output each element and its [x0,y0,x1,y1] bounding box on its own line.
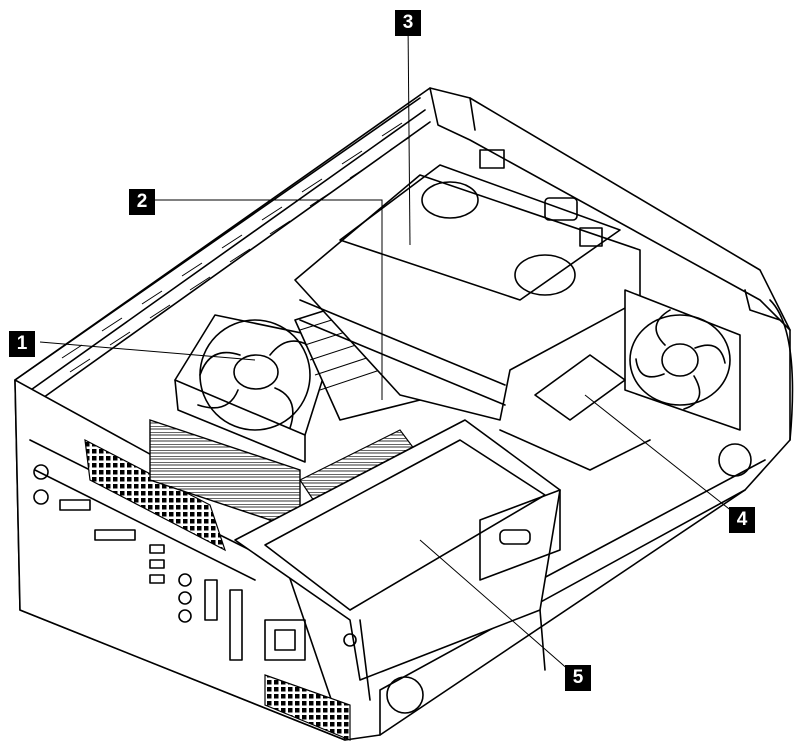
leader-line-1 [39,341,256,361]
audio-jack-icon [178,591,192,605]
drive-hole-icon [421,181,479,219]
psu-vent-grill [264,674,351,741]
audio-jack-icon [178,573,192,587]
usb-port-icon [149,544,165,554]
power-socket-icon [264,619,306,661]
callout-1: 1 [9,331,35,357]
foot-icon [386,676,424,714]
audio-jack-icon [178,609,192,623]
power-supply [234,419,561,714]
vga-port-icon [204,579,218,621]
callout-3: 3 [395,10,421,36]
callout-5: 5 [565,665,591,691]
serial-port-icon [59,499,91,511]
ps2-port-icon [33,464,49,480]
screw-icon [343,633,357,647]
callout-4: 4 [729,507,755,533]
system-fan [624,289,752,477]
hdd-bay [499,354,651,471]
foot-icon [718,443,752,477]
expansion-slot-icon [229,589,243,661]
callout-2: 2 [129,189,155,215]
ps2-port-icon [33,489,49,505]
fan-hub [661,343,699,377]
parallel-port-icon [94,529,136,541]
usb-port-icon [149,574,165,584]
optical-drive-bay [294,149,641,421]
leader-lines [39,21,734,679]
leader-line-4 [584,394,734,513]
usb-port-icon [149,559,165,569]
leader-line-3 [407,21,411,246]
fan-blades [197,340,316,429]
fan-blades [635,309,726,410]
fan-hub [233,354,279,390]
drive-hole-icon [514,254,576,296]
leader-line-5 [419,539,579,679]
leader-line-2 [153,199,383,400]
